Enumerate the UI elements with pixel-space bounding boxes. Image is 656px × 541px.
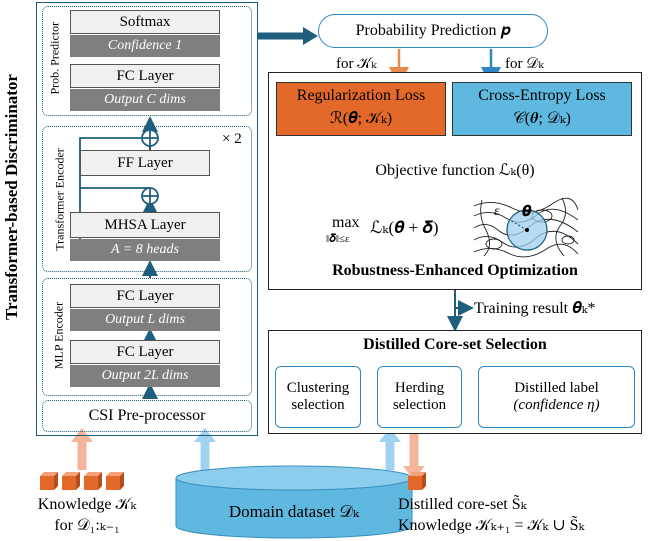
fc-2l-box: FC Layer [70,340,220,364]
for-k-label: for 𝒦ₖ [336,56,377,72]
probability-prediction: Probability Prediction 𝒑 [318,14,548,48]
cross-entropy-loss-box [452,82,632,136]
knowledge-range-label: for 𝒟₁:ₖ₋₁ [54,517,120,534]
knowledge-cubes-icon [40,472,124,490]
cross-entropy-loss-formula: 𝒞(𝜽; 𝒟ₖ) [513,110,571,127]
regularization-loss-title: Regularization Loss [296,87,426,104]
predictor-label: Prob. Predictor [47,21,62,95]
confidence-eta-text: (confidence η) [513,397,600,413]
herding-selection-text: Herding selection [392,380,447,413]
output-2l-box: Output 2L dims [70,365,220,387]
output-c-box: Output C dims [70,89,220,111]
heads-box: A = 8 heads [70,239,220,261]
optimization-title: Robustness-Enhanced Optimization [332,262,578,279]
output-l-box: Output L dims [70,309,220,331]
max-subscript: ‖𝜹‖≤ε [326,233,350,245]
encoder-label: Transformer Encoder [52,148,67,251]
mlp-group [42,278,252,396]
distilled-label-text: Distilled label [514,380,599,396]
herding-selection-box: Herding selection [377,366,462,428]
predictor-group [42,6,252,116]
softmax-box: Softmax [70,10,220,34]
discriminator-title: Transformer-based Discriminator [2,74,21,320]
regularization-loss-formula: ℛ(𝜽; 𝒦ₖ) [329,110,393,127]
clustering-selection-box: Clustering selection [275,366,361,428]
fc-predictor-box: FC Layer [70,64,220,88]
max-label: max [332,214,360,231]
confidence-box: Confidence 1 [70,35,220,57]
domain-dataset-cylinder [175,465,413,539]
mlp-label: MLP Encoder [51,301,66,370]
ff-layer-box: FF Layer [80,150,210,176]
fc-l-box: FC Layer [70,284,220,308]
clustering-selection-text: Clustering selection [286,380,350,413]
csi-preprocessor: CSI Pre-processor [42,400,252,432]
max-expression: ℒₖ(𝜽 + 𝜹) [370,218,439,237]
discriminator-panel [36,2,258,436]
objective-function: Objective function ℒₖ(θ) [375,162,535,179]
coreset-title: Distilled Core-set Selection [363,336,547,353]
domain-dataset-label: Domain dataset 𝒟ₖ [228,502,360,521]
times-two-label: × 2 [222,131,242,147]
epsilon-label: ε [494,204,500,219]
mhsa-layer-box: MHSA Layer [70,212,220,238]
training-result-label: Training result 𝜽ₖ* [474,300,596,317]
for-d-label: for 𝒟ₖ [505,56,544,72]
distilled-label-box: Distilled label (confidence η) [478,366,635,428]
loss-landscape-image [472,196,580,258]
cross-entropy-loss-title: Cross-Entropy Loss [478,87,606,104]
knowledge-next-label: Knowledge 𝒦ₖ₊₁ = 𝒦ₖ ∪ S̃ₖ [398,517,585,534]
distilled-coreset-label: Distilled core-set S̃ₖ [398,496,527,513]
distilled-coreset-cube-icon [408,472,426,490]
theta-label: 𝜽 [522,204,531,220]
knowledge-label: Knowledge 𝒦ₖ [37,496,137,513]
regularization-loss-box [276,82,446,136]
transformer-group [42,126,252,272]
